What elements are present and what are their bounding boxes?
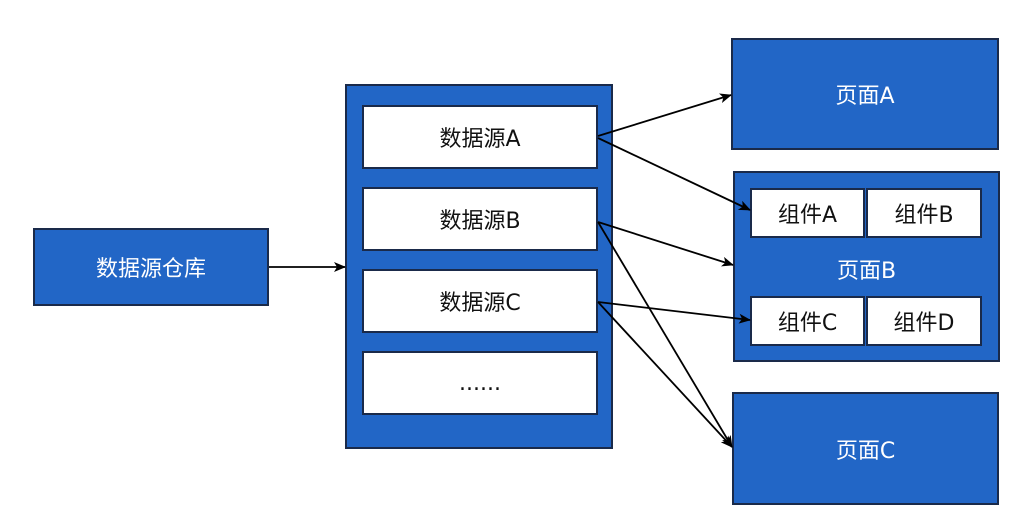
component-c-box: 组件C	[750, 296, 865, 346]
page-c-label: 页面C	[835, 438, 896, 464]
component-c-label: 组件C	[777, 311, 838, 336]
source-a-box: 数据源A	[362, 105, 598, 169]
arrow-source-a-to-component-a	[597, 137, 751, 211]
component-a-label: 组件A	[777, 203, 838, 228]
source-c-box: 数据源C	[362, 269, 598, 333]
source-c-label: 数据源C	[439, 291, 521, 316]
component-b-label: 组件B	[894, 203, 954, 228]
source-more-label: ......	[459, 370, 501, 396]
component-b-box: 组件B	[866, 188, 982, 238]
arrow-source-c-to-component-c	[597, 301, 751, 324]
warehouse-box: 数据源仓库	[33, 228, 269, 306]
source-b-label: 数据源B	[439, 209, 521, 234]
arrow-source-b-to-page-b	[597, 221, 734, 267]
warehouse-label: 数据源仓库	[95, 257, 206, 282]
component-a-box: 组件A	[750, 188, 865, 238]
source-a-label: 数据源A	[439, 127, 521, 152]
page-a-box: 页面A	[731, 38, 999, 150]
page-b-label: 页面B	[836, 259, 897, 284]
component-d-box: 组件D	[866, 296, 982, 346]
component-d-label: 组件D	[893, 311, 955, 336]
arrow-source-b-to-page-c	[597, 221, 733, 448]
page-c-box: 页面C	[732, 392, 999, 505]
page-a-label: 页面A	[835, 84, 895, 109]
arrow-source-a-to-page-a	[597, 93, 732, 137]
source-more-box: ......	[362, 351, 598, 415]
arrow-source-c-to-page-c	[597, 301, 733, 448]
source-b-box: 数据源B	[362, 187, 598, 251]
